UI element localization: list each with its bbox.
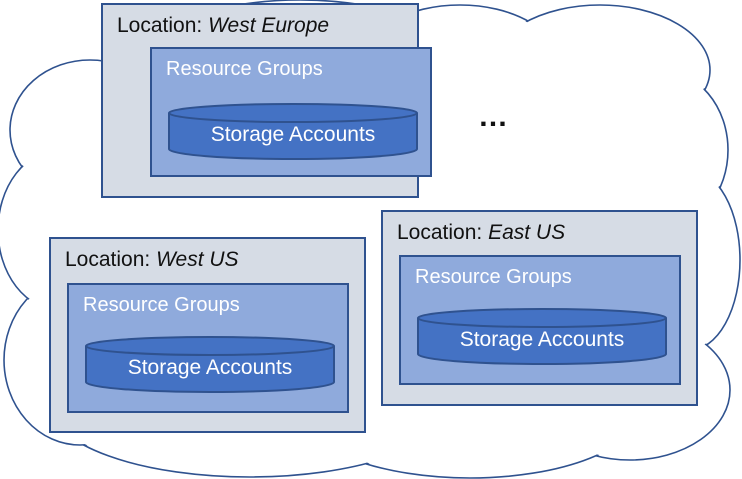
resource-groups-box: Resource Groups Storage Accounts	[67, 283, 349, 413]
location-name: West US	[156, 248, 239, 271]
resource-groups-label: Resource Groups	[83, 294, 240, 316]
location-title: Location: West Europe	[117, 14, 329, 38]
location-east-us: Location: East US Resource Groups Storag…	[381, 210, 698, 406]
resource-groups-label: Resource Groups	[166, 58, 323, 80]
storage-accounts-label: Storage Accounts	[127, 356, 293, 379]
storage-accounts-label: Storage Accounts	[210, 123, 376, 146]
resource-groups-box: Resource Groups Storage Accounts	[399, 255, 681, 385]
location-label: Location:	[65, 248, 157, 271]
location-title: Location: West US	[65, 248, 239, 272]
storage-accounts-cylinder: Storage Accounts	[417, 308, 667, 366]
location-west-europe: Location: West Europe Resource Groups St…	[101, 3, 432, 198]
storage-accounts-cylinder: Storage Accounts	[168, 103, 418, 161]
location-name: East US	[488, 221, 566, 244]
more-locations-ellipsis: …	[478, 100, 509, 133]
location-label: Location:	[397, 221, 489, 244]
storage-accounts-cylinder: Storage Accounts	[85, 336, 335, 394]
location-name: West Europe	[208, 14, 330, 37]
location-label: Location:	[117, 14, 209, 37]
location-title: Location: East US	[397, 221, 565, 245]
storage-accounts-label: Storage Accounts	[459, 328, 625, 351]
location-west-us: Location: West US Resource Groups Storag…	[49, 237, 366, 433]
resource-groups-label: Resource Groups	[415, 266, 572, 288]
resource-groups-box: Resource Groups Storage Accounts	[150, 47, 432, 177]
